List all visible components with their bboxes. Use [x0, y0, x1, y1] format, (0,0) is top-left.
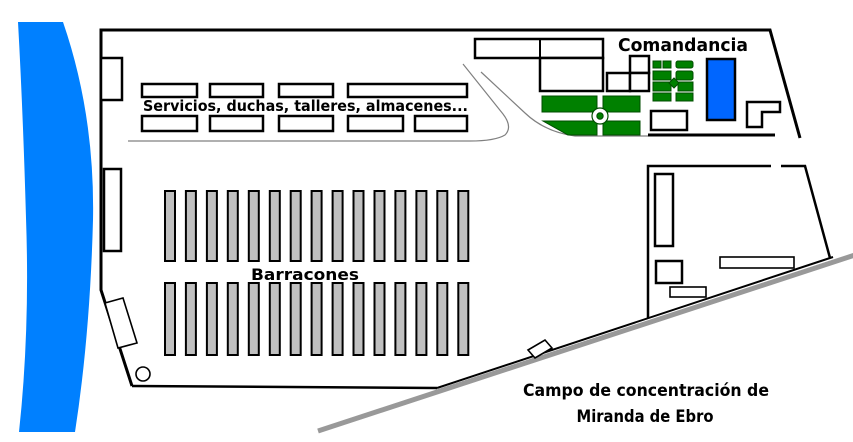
- barrack: [394, 282, 407, 356]
- barrack: [457, 282, 470, 356]
- barrack: [310, 282, 323, 356]
- west-building: [102, 167, 123, 253]
- garden-bed: [675, 92, 694, 102]
- barrack: [184, 282, 197, 356]
- barrack: [289, 190, 302, 262]
- camp-perimeter-bottom: [131, 384, 438, 390]
- perimeter-fence: [436, 256, 834, 389]
- barrack: [373, 282, 386, 356]
- barrack: [415, 282, 428, 356]
- service-building: [140, 82, 199, 99]
- barrack: [436, 282, 449, 356]
- service-building: [140, 114, 199, 133]
- service-building: [277, 82, 335, 99]
- inner-road-edge: [128, 63, 510, 142]
- west-building: [99, 56, 124, 102]
- barracones-label: Barracones: [251, 265, 359, 284]
- service-building: [413, 114, 469, 133]
- l-shaped-building: [745, 100, 782, 129]
- comandancia-building: [628, 54, 651, 75]
- garden-bed: [652, 92, 672, 102]
- barrack: [164, 282, 176, 356]
- servicios-label: Servicios, duchas, talleres, almacenes..…: [143, 97, 468, 115]
- garden-bed: [675, 60, 694, 69]
- east-building: [653, 172, 675, 248]
- barrack: [415, 190, 428, 262]
- east-building: [669, 286, 707, 298]
- garden-bed: [677, 81, 694, 92]
- water-tank: [135, 366, 151, 382]
- barrack: [268, 190, 281, 262]
- barrack: [310, 190, 323, 262]
- barrack: [457, 190, 470, 262]
- barrack: [247, 282, 260, 356]
- barrack: [184, 190, 197, 262]
- barrack: [247, 190, 260, 262]
- barrack: [352, 282, 365, 356]
- barrack: [331, 282, 344, 356]
- barrack: [268, 282, 281, 356]
- barrack: [205, 190, 218, 262]
- road: [317, 253, 853, 434]
- barrack: [331, 190, 344, 262]
- pool: [705, 57, 737, 122]
- east-compound-buildings: [653, 172, 795, 298]
- servicios-buildings: [140, 82, 469, 133]
- comandancia-building: [649, 109, 689, 132]
- barrack: [436, 190, 449, 262]
- comandancia-building: [628, 71, 651, 93]
- garden-plot: [602, 95, 641, 113]
- guard-post: [526, 338, 554, 360]
- barrack: [205, 282, 218, 356]
- service-building: [208, 82, 265, 99]
- barrack: [226, 190, 239, 262]
- garden-plot: [541, 120, 598, 136]
- garden-bed: [652, 81, 672, 92]
- comandancia-label: Comandancia: [618, 35, 748, 56]
- barracks-row-top: [164, 190, 470, 262]
- small-garden: [652, 60, 694, 102]
- garden-bed: [662, 60, 672, 69]
- barrack: [289, 282, 302, 356]
- garden-plot: [602, 120, 641, 136]
- barrack: [394, 190, 407, 262]
- garden-diamond: [668, 77, 680, 89]
- barrack: [352, 190, 365, 262]
- barracks-row-bottom: [164, 282, 470, 356]
- comandancia-buildings: [473, 37, 782, 132]
- garden-plot: [541, 95, 598, 113]
- barrack: [164, 190, 176, 262]
- garden-bed: [652, 60, 662, 69]
- east-compound-boundary: [646, 164, 832, 318]
- service-building: [346, 82, 469, 99]
- service-building: [208, 114, 265, 133]
- service-building: [277, 114, 335, 133]
- east-building: [719, 256, 795, 269]
- service-building: [346, 114, 405, 133]
- river: [18, 22, 94, 432]
- garden-bed: [652, 70, 672, 81]
- inner-road-edge: [480, 71, 648, 137]
- garden-roundabout-center: [596, 112, 604, 120]
- barrack: [226, 282, 239, 356]
- comandancia-building: [538, 56, 605, 93]
- east-building: [654, 259, 684, 285]
- caption-line1: Campo de concentración de: [523, 381, 769, 400]
- comandancia-building: [605, 71, 632, 93]
- big-garden: [541, 95, 641, 136]
- barrack: [373, 190, 386, 262]
- garden-bed: [675, 70, 694, 81]
- tilted-building: [104, 297, 139, 349]
- caption-line2: Miranda de Ebro: [577, 407, 714, 426]
